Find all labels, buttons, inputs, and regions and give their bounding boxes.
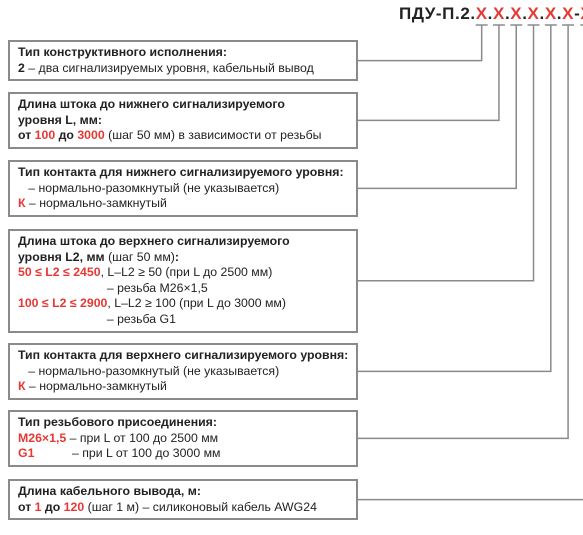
- box-line: М26×1,5 – при L от 100 до 2500 мм: [18, 431, 348, 447]
- leader-line: [358, 498, 583, 501]
- text-segment: до: [41, 499, 64, 514]
- box-line: Длина штока до нижнего сигнализируемого: [18, 97, 348, 113]
- box-line: Длина кабельного вывода, м:: [18, 484, 348, 500]
- text-segment: уровня L, мм:: [18, 112, 102, 127]
- code-prefix: ПДУ-П.2.: [399, 4, 476, 23]
- leader-line: [358, 25, 569, 440]
- text-segment: Длина кабельного вывода, м:: [18, 484, 201, 498]
- box-line: – нормально-разомкнутый (не указывается): [18, 364, 348, 380]
- value-highlight: 3000: [77, 128, 105, 143]
- box-line: Тип контакта для нижнего сигнализируемог…: [18, 165, 348, 181]
- text-segment: – резьба G1: [18, 311, 176, 326]
- text-segment: (шаг 50 мм) в зависимости от резьбы: [104, 128, 322, 143]
- text-segment: Длина штока до нижнего сигнализируемого: [18, 97, 285, 111]
- code-separator: .: [504, 4, 511, 23]
- box-line: Тип контакта для верхнего сигнализируемо…: [18, 348, 348, 364]
- model-code-title: ПДУ-П.2.Х.Х.Х.Х.Х.Х-Х: [399, 4, 583, 24]
- value-highlight: К: [18, 196, 26, 211]
- option-box-cable-length: Длина кабельного вывода, м:от 1 до 120 (…: [8, 479, 358, 521]
- box-line: Длина штока до верхнего сигнализируемого: [18, 234, 348, 250]
- option-box-lower-contact-type: Тип контакта для нижнего сигнализируемог…: [8, 160, 358, 217]
- code-separator: .: [487, 4, 493, 23]
- value-highlight: К: [18, 379, 26, 394]
- value-highlight: 120: [63, 499, 85, 514]
- code-placeholder: Х: [580, 4, 583, 23]
- box-line: 100 ≤ L2 ≤ 2900, L–L2 ≥ 100 (при L до 30…: [18, 296, 348, 312]
- box-line: G1 – при L от 100 до 3000 мм: [18, 446, 348, 462]
- text-segment: – два сигнализируемых уровня, кабельный …: [24, 60, 314, 75]
- text-segment: – резьба М26×1,5: [18, 280, 208, 295]
- box-line: К – нормально-замкнутый: [18, 379, 348, 395]
- value-highlight: 100 ≤ L2 ≤ 2900: [18, 296, 108, 311]
- text-segment: (шаг 1 м) – силиконовый кабель AWG24: [84, 499, 317, 514]
- box-line: – резьба М26×1,5: [18, 281, 348, 297]
- text-segment: до: [55, 128, 78, 143]
- text-segment: уровня L2, мм: [18, 249, 105, 264]
- code-placeholder: Х: [527, 4, 540, 23]
- box-line: Тип резьбового присоединения:: [18, 415, 348, 431]
- leader-line: [358, 25, 535, 282]
- leader-line: [358, 25, 517, 190]
- box-line: от 1 до 120 (шаг 1 м) – силиконовый кабе…: [18, 500, 348, 516]
- value-highlight: 100: [34, 128, 56, 143]
- code-placeholder: Х: [562, 4, 575, 23]
- text-segment: :: [174, 249, 179, 264]
- text-segment: – при L от 100 до 2500 мм: [66, 430, 219, 445]
- text-segment: – нормально-разомкнутый (не указывается): [18, 180, 280, 195]
- leader-line: [358, 25, 500, 122]
- code-placeholder: Х: [475, 4, 488, 23]
- code-placeholder: Х: [492, 4, 505, 23]
- text-segment: Длина штока до верхнего сигнализируемого: [18, 234, 290, 248]
- text-segment: от: [18, 499, 35, 514]
- text-segment: – нормально-замкнутый: [25, 379, 167, 394]
- box-line: Тип конструктивного исполнения:: [18, 45, 348, 61]
- text-segment: Тип конструктивного исполнения:: [18, 45, 227, 59]
- code-placeholder: Х: [510, 4, 523, 23]
- option-box-construction-type: Тип конструктивного исполнения:2 – два с…: [8, 40, 358, 82]
- code-separator: .: [539, 4, 545, 23]
- box-line: от 100 до 3000 (шаг 50 мм) в зависимости…: [18, 128, 348, 144]
- option-box-thread-connection: Тип резьбового присоединения:М26×1,5 – п…: [8, 410, 358, 467]
- leader-line: [358, 25, 483, 62]
- box-line: уровня L2, мм (шаг 50 мм):: [18, 250, 348, 266]
- box-line: – нормально-разомкнутый (не указывается): [18, 181, 348, 197]
- text-segment: – нормально-замкнутый: [25, 196, 167, 211]
- box-line: К – нормально-замкнутый: [18, 196, 348, 212]
- text-segment: Тип контакта для верхнего сигнализируемо…: [18, 348, 349, 362]
- code-separator: .: [522, 4, 528, 23]
- value-highlight: 1: [34, 499, 42, 514]
- text-segment: (шаг 50 мм): [104, 249, 175, 264]
- text-segment: Тип резьбового присоединения:: [18, 415, 217, 429]
- box-line: – резьба G1: [18, 312, 348, 328]
- box-line: уровня L, мм:: [18, 113, 348, 129]
- text-segment: от: [18, 128, 35, 143]
- leader-line: [358, 25, 552, 373]
- box-line: 2 – два сигнализируемых уровня, кабельны…: [18, 61, 348, 77]
- code-separator: .: [556, 4, 563, 23]
- value-highlight: G1: [18, 446, 35, 461]
- code-placeholder: Х: [544, 4, 557, 23]
- box-line: 50 ≤ L2 ≤ 2450, L–L2 ≥ 50 (при L до 2500…: [18, 265, 348, 281]
- option-box-upper-rod-length: Длина штока до верхнего сигнализируемого…: [8, 229, 358, 333]
- option-box-upper-contact-type: Тип контакта для верхнего сигнализируемо…: [8, 343, 358, 400]
- value-highlight: 50 ≤ L2 ≤ 2450: [18, 265, 101, 280]
- text-segment: Тип контакта для нижнего сигнализируемог…: [18, 165, 344, 179]
- text-segment: 2: [18, 60, 25, 75]
- code-separator: -: [574, 4, 581, 23]
- value-highlight: М26×1,5: [18, 430, 67, 445]
- text-segment: , L–L2 ≥ 100 (при L до 3000 мм): [107, 296, 286, 311]
- text-segment: , L–L2 ≥ 50 (при L до 2500 мм): [100, 265, 273, 280]
- text-segment: – при L от 100 до 3000 мм: [34, 446, 221, 461]
- text-segment: – нормально-разомкнутый (не указывается): [18, 363, 280, 378]
